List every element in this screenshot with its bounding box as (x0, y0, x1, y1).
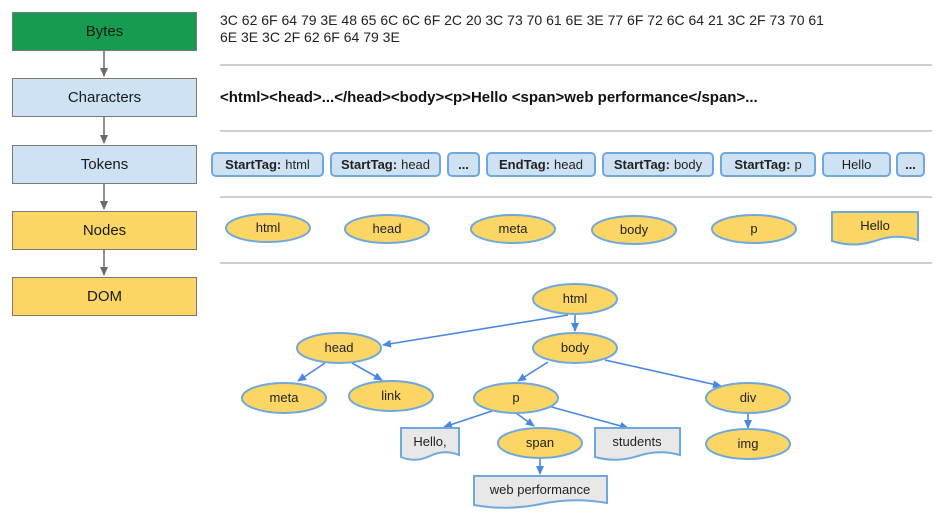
dom-node-body: body (532, 332, 618, 364)
dom-node-html-label: html (563, 291, 588, 306)
stage-bytes-label: Bytes (85, 23, 124, 40)
stage-tokens: Tokens (12, 145, 197, 184)
bytes-row: 3C 62 6F 64 79 3E 48 65 6C 6C 6F 2C 20 3… (220, 12, 920, 46)
token-value: head (554, 157, 583, 172)
dom-node-head-label: head (325, 340, 354, 355)
dom-node-body-label: body (561, 340, 590, 355)
token-kind: StartTag: (734, 157, 791, 172)
token-value: ... (458, 157, 469, 172)
stage-bytes: Bytes (12, 12, 197, 51)
stage-nodes-label: Nodes (82, 222, 127, 239)
bytes-line-2: 6E 3E 3C 2F 62 6F 64 79 3E (220, 29, 400, 45)
token-starttag-html: StartTag:html (211, 152, 324, 177)
token-value: body (673, 157, 703, 172)
token-starttag-head: StartTag:head (330, 152, 441, 177)
divider-4 (220, 262, 932, 264)
node-html-label: html (256, 220, 281, 235)
token-hello: Hello (822, 152, 891, 177)
node-meta: meta (470, 214, 556, 244)
stage-dom: DOM (12, 277, 197, 316)
divider-3 (220, 196, 932, 198)
edge-body-div (604, 359, 722, 389)
divider-2 (220, 130, 932, 132)
token-ellipsis-1: ... (447, 152, 480, 177)
dom-node-hello: Hello, (400, 427, 460, 461)
dom-node-students: students (594, 427, 681, 461)
dom-node-meta: meta (241, 382, 327, 414)
token-value: html (285, 157, 310, 172)
node-meta-label: meta (499, 221, 529, 236)
dom-node-img: img (705, 428, 791, 460)
dom-node-span-label: span (526, 435, 554, 450)
node-html: html (225, 213, 311, 243)
edge-p-span (515, 412, 535, 427)
dom-node-web-performance: web performance (473, 475, 608, 509)
dom-node-hello-label: Hello, (413, 434, 446, 449)
dom-node-web-performance-label: web performance (489, 482, 590, 497)
token-starttag-body: StartTag:body (602, 152, 714, 177)
token-value: Hello (841, 157, 872, 172)
dom-node-div: div (705, 382, 791, 414)
token-value: p (794, 157, 802, 172)
token-kind: StartTag: (613, 157, 670, 172)
token-ellipsis-2: ... (896, 152, 925, 177)
token-starttag-p: StartTag:p (720, 152, 816, 177)
edge-p-students (547, 405, 629, 430)
edge-head-meta (297, 362, 326, 382)
dom-node-head: head (296, 332, 382, 364)
stage-tokens-label: Tokens (80, 156, 129, 173)
dom-node-p: p (473, 382, 559, 414)
divider-1 (220, 64, 932, 66)
node-hello: Hello (831, 211, 919, 246)
stage-nodes: Nodes (12, 211, 197, 250)
node-head: head (344, 214, 430, 244)
edge-body-p (517, 361, 549, 382)
edge-head-link (351, 362, 383, 381)
characters-row: <html><head>...</head><body><p>Hello <sp… (220, 89, 758, 106)
edge-html-head (382, 314, 569, 348)
token-kind: EndTag: (499, 157, 551, 172)
dom-tree: html head body meta link p div Hello, (241, 283, 791, 509)
node-body: body (591, 215, 677, 245)
dom-node-div-label: div (740, 390, 757, 405)
token-endtag-head: EndTag:head (486, 152, 596, 177)
token-value: ... (905, 157, 916, 172)
stage-characters-label: Characters (67, 89, 142, 106)
dom-node-meta-label: meta (270, 390, 300, 405)
dom-node-html: html (532, 283, 618, 315)
node-p-label: p (750, 221, 757, 236)
token-kind: StartTag: (225, 157, 282, 172)
stage-characters: Characters (12, 78, 197, 117)
node-hello-label: Hello (860, 218, 890, 233)
dom-node-link: link (348, 380, 434, 412)
stage-dom-label: DOM (87, 288, 122, 305)
dom-edges (297, 314, 752, 475)
dom-node-p-label: p (512, 390, 519, 405)
token-value: head (401, 157, 431, 172)
edge-p-hello (443, 409, 496, 429)
dom-node-span: span (497, 427, 583, 459)
dom-node-img-label: img (738, 436, 759, 451)
node-body-label: body (620, 222, 649, 237)
nodes-row: html head meta body p Hello (225, 211, 919, 246)
bytes-line-1: 3C 62 6F 64 79 3E 48 65 6C 6C 6F 2C 20 3… (220, 12, 824, 28)
token-kind: StartTag: (340, 157, 398, 172)
dom-node-students-label: students (612, 434, 662, 449)
node-head-label: head (373, 221, 402, 236)
node-p: p (711, 214, 797, 244)
dom-node-link-label: link (381, 388, 401, 403)
